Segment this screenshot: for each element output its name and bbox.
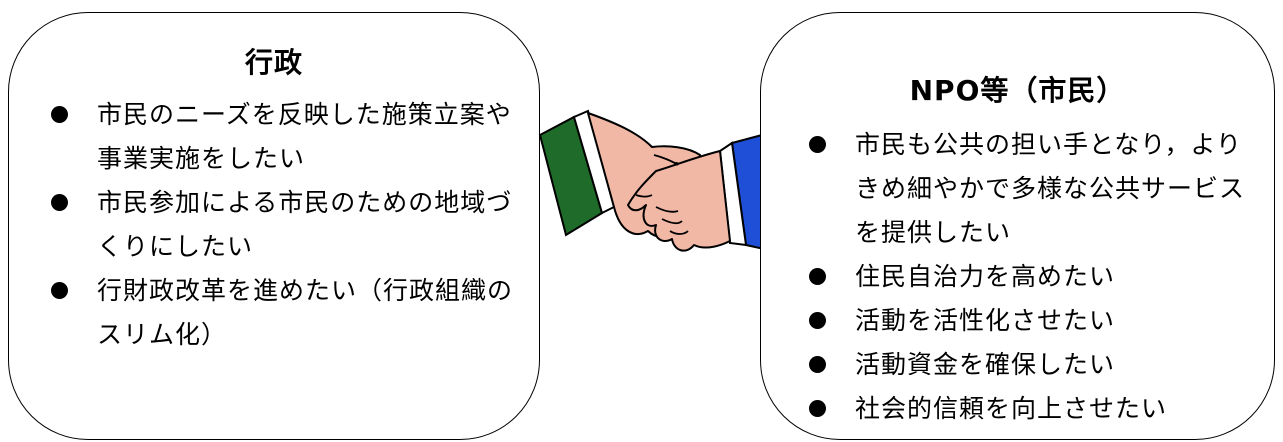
list-item-text: 市民も公共の担い手となり，よりきめ細やかで多様な公共サービスを提供したい — [855, 130, 1246, 247]
list-item: 活動を活性化させたい — [801, 299, 1263, 343]
right-hand — [627, 150, 731, 252]
list-item-text: 市民のニーズを反映した施策立案や事業実施をしたい — [97, 100, 512, 173]
list-item: 社会的信頼を向上させたい — [801, 387, 1263, 431]
list-item: 市民のニーズを反映した施策立案や事業実施をしたい — [43, 93, 523, 181]
government-box: 行政 市民のニーズを反映した施策立案や事業実施をしたい 市民参加による市民のため… — [8, 12, 540, 440]
list-item-text: 社会的信頼を向上させたい — [855, 394, 1168, 423]
bullet-icon — [809, 268, 826, 285]
npo-box: NPO等（市民） 市民も公共の担い手となり，よりきめ細やかで多様な公共サービスを… — [760, 12, 1275, 440]
government-title: 行政 — [244, 46, 303, 79]
bullet-icon — [51, 106, 68, 123]
list-item-text: 住民自治力を高めたい — [855, 262, 1116, 291]
list-item-text: 活動を活性化させたい — [855, 306, 1116, 335]
government-list: 市民のニーズを反映した施策立案や事業実施をしたい 市民参加による市民のための地域… — [43, 93, 523, 357]
npo-title: NPO等（市民） — [909, 74, 1126, 107]
list-item-text: 市民参加による市民のための地域づくりにしたい — [97, 188, 513, 261]
right-cuff — [718, 141, 748, 247]
bullet-icon — [51, 282, 68, 299]
bullet-icon — [809, 312, 826, 329]
bullet-icon — [809, 356, 826, 373]
npo-list: 市民も公共の担い手となり，よりきめ細やかで多様な公共サービスを提供したい 住民自… — [801, 123, 1263, 431]
bullet-icon — [809, 400, 826, 417]
bullet-icon — [51, 194, 68, 211]
list-item: 住民自治力を高めたい — [801, 255, 1263, 299]
bullet-icon — [809, 136, 826, 153]
list-item-text: 活動資金を確保したい — [855, 350, 1116, 379]
list-item: 市民参加による市民のための地域づくりにしたい — [43, 181, 523, 269]
list-item-text: 行財政改革を進めたい（行政組織のスリム化） — [97, 276, 514, 349]
list-item: 市民も公共の担い手となり，よりきめ細やかで多様な公共サービスを提供したい — [801, 123, 1263, 255]
handshake-icon — [538, 109, 766, 252]
list-item: 活動資金を確保したい — [801, 343, 1263, 387]
list-item: 行財政改革を進めたい（行政組織のスリム化） — [43, 269, 523, 357]
